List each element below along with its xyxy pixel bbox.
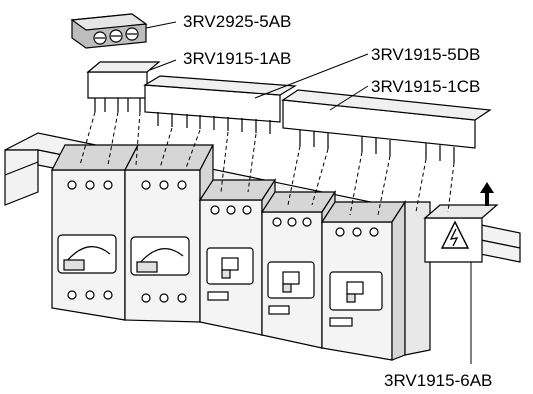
busbar-5db [143,75,297,134]
label-busbar-1cb: 3RV1915-1CB [371,77,480,96]
end-block [404,201,431,356]
label-busbar-5db: 3RV1915-5DB [371,45,480,64]
busbar-1cb [281,89,492,163]
terminal-block [70,13,148,49]
screw-icon [93,31,107,45]
alignment-lines [79,111,455,216]
breaker-5 [320,199,407,361]
label-busbar-1ab: 3RV1915-1AB [183,49,291,68]
busbar-1ab [86,61,161,112]
label-terminal-block: 3RV2925-5AB [183,12,291,31]
up-arrow-icon [480,182,494,206]
screw-icon [109,29,123,43]
circuit-breakers [51,144,431,361]
label-cover: 3RV1915-6AB [384,371,492,390]
high-voltage-warning-icon [440,220,470,249]
cover-plate [423,204,499,263]
leader-lines [145,21,472,364]
screw-icon [125,27,139,41]
